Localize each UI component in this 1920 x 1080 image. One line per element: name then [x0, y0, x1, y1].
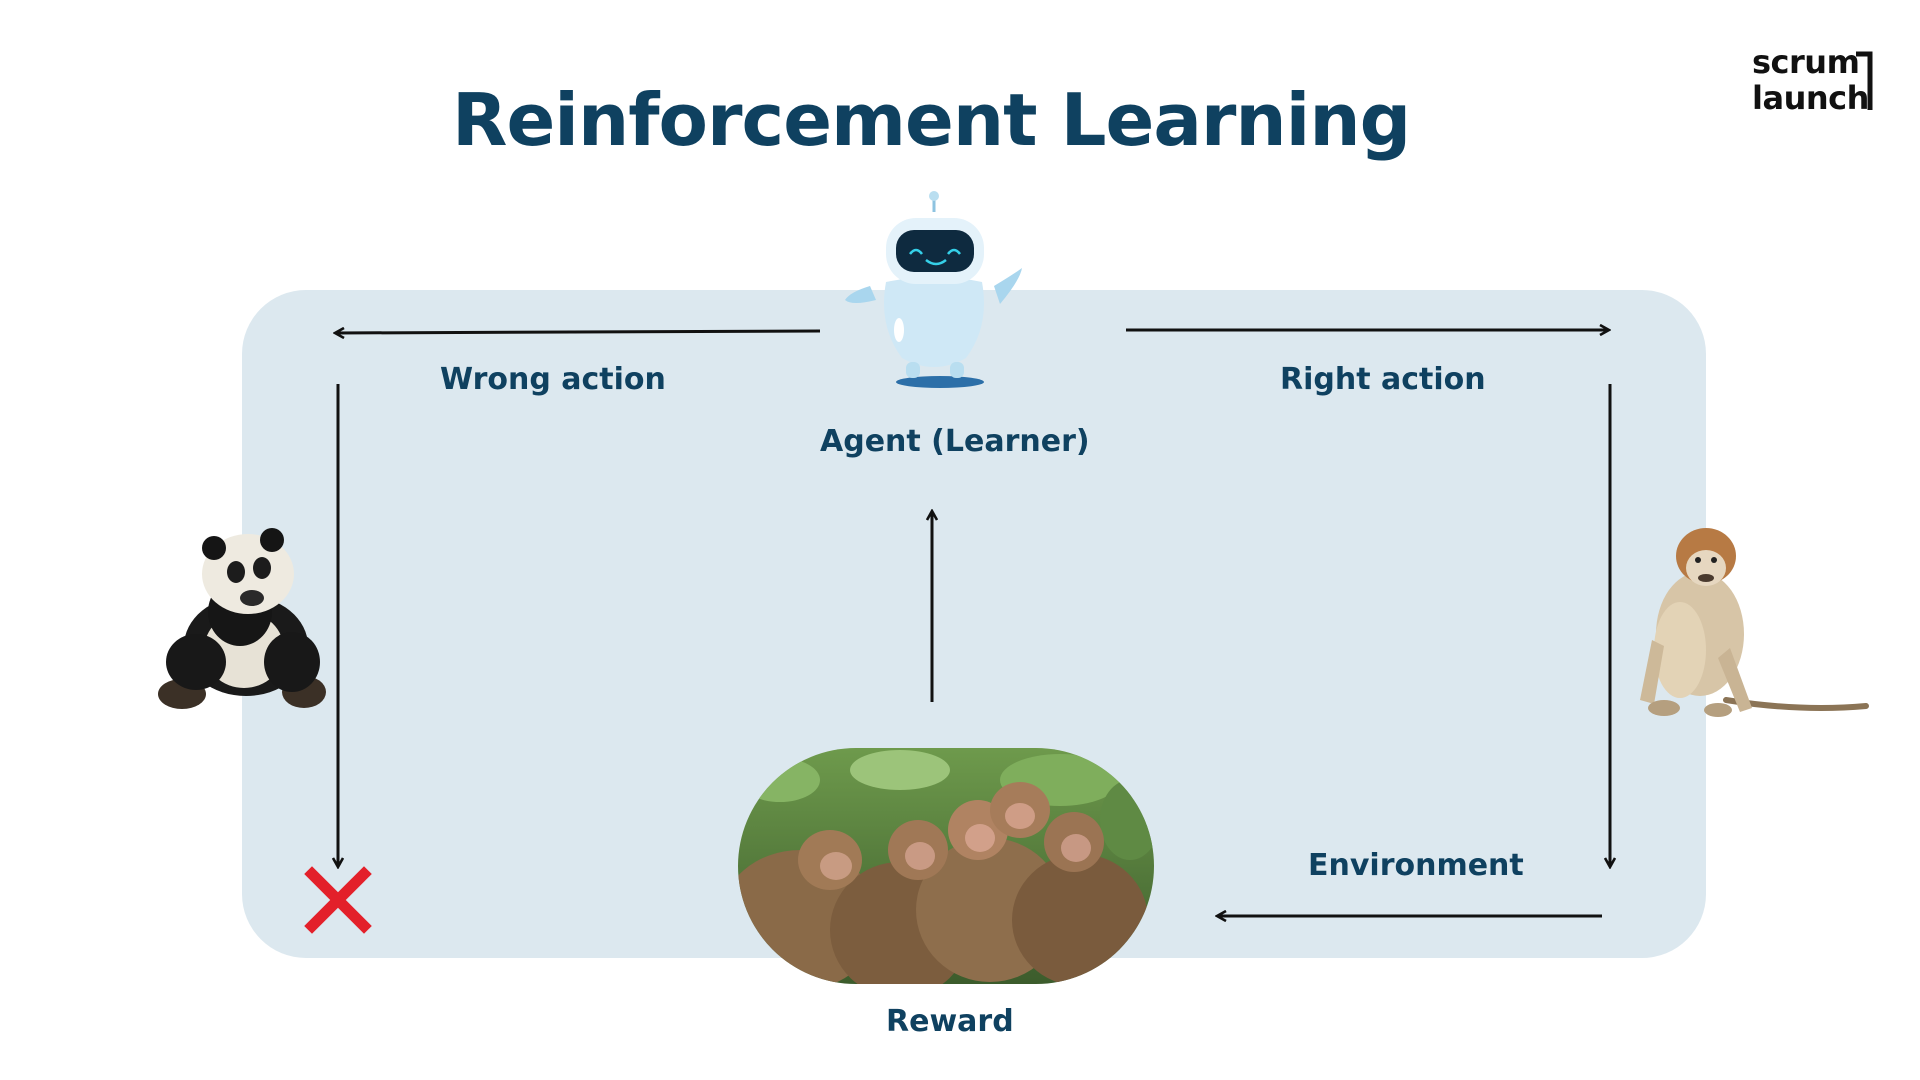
- reward-label: Reward: [886, 1004, 1014, 1039]
- right-action-label: Right action: [1280, 362, 1486, 397]
- red-x-icon: [304, 866, 372, 934]
- reward-image: [738, 748, 1154, 984]
- robot-icon: [845, 191, 1022, 388]
- logo-bracket-icon: [1856, 51, 1873, 110]
- agent-label: Agent (Learner): [820, 424, 1090, 459]
- scrumlaunch-logo: scrum launch: [1752, 44, 1884, 116]
- logo-line-2: launch: [1752, 79, 1869, 117]
- wrong-action-label: Wrong action: [440, 362, 666, 397]
- environment-label: Environment: [1308, 848, 1524, 883]
- panda-icon: [158, 528, 326, 709]
- logo-line-1: scrum: [1752, 43, 1860, 81]
- monkey-icon: [1640, 528, 1869, 717]
- page-title: Reinforcement Learning: [452, 78, 1411, 162]
- arrow-agent-to-wrong: [336, 331, 821, 333]
